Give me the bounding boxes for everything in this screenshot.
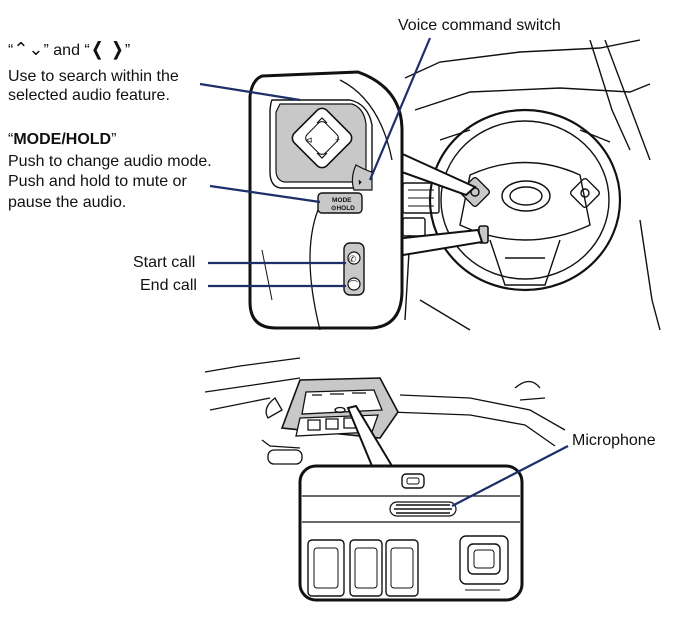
mode-hold-callout-line1: Push to change audio mode. [8,153,212,170]
leader-arrows [199,82,301,102]
arrows-callout-title: “⌃⌄” and “❬ ❭” [8,39,131,60]
overhead-console-illustration [204,357,566,465]
mode-hold-callout-title: “MODE/HOLD” [8,131,117,148]
hold-button-label: ⊙HOLD [331,205,355,212]
svg-text:⊲: ⊲ [305,135,313,145]
mode-hold-callout-line2: Push and hold to mute or [8,173,187,190]
steering-wheel-illustration [402,39,661,331]
mode-hold-callout-line3: pause the audio. [8,194,127,211]
svg-text:⏵: ⏵ [358,178,362,187]
phone-icon: ✆ [349,254,357,264]
start-call-label: Start call [133,254,196,271]
leader-lines [199,37,569,507]
arrows-callout-line2: selected audio feature. [8,87,170,104]
svg-text:+: + [335,135,340,145]
microphone-label: Microphone [572,432,656,449]
arrows-callout-line1: Use to search within the [8,68,179,85]
mode-button-label: MODE [332,197,352,204]
leader-voice-command [368,37,432,181]
steering-switch-closeup: ⊲ + ⏵ MODE ⊙HOLD ✆ ⌒ [248,70,404,331]
end-call-label: End call [140,277,197,294]
voice-command-label: Voice command switch [398,17,561,34]
left-right-arrows-icon: ❬ ❭ [89,39,125,59]
hang-up-icon: ⌒ [349,280,358,290]
up-down-arrows-icon: ⌃⌄ [13,39,44,59]
leader-mode-hold [209,184,321,204]
leader-microphone [451,445,569,507]
